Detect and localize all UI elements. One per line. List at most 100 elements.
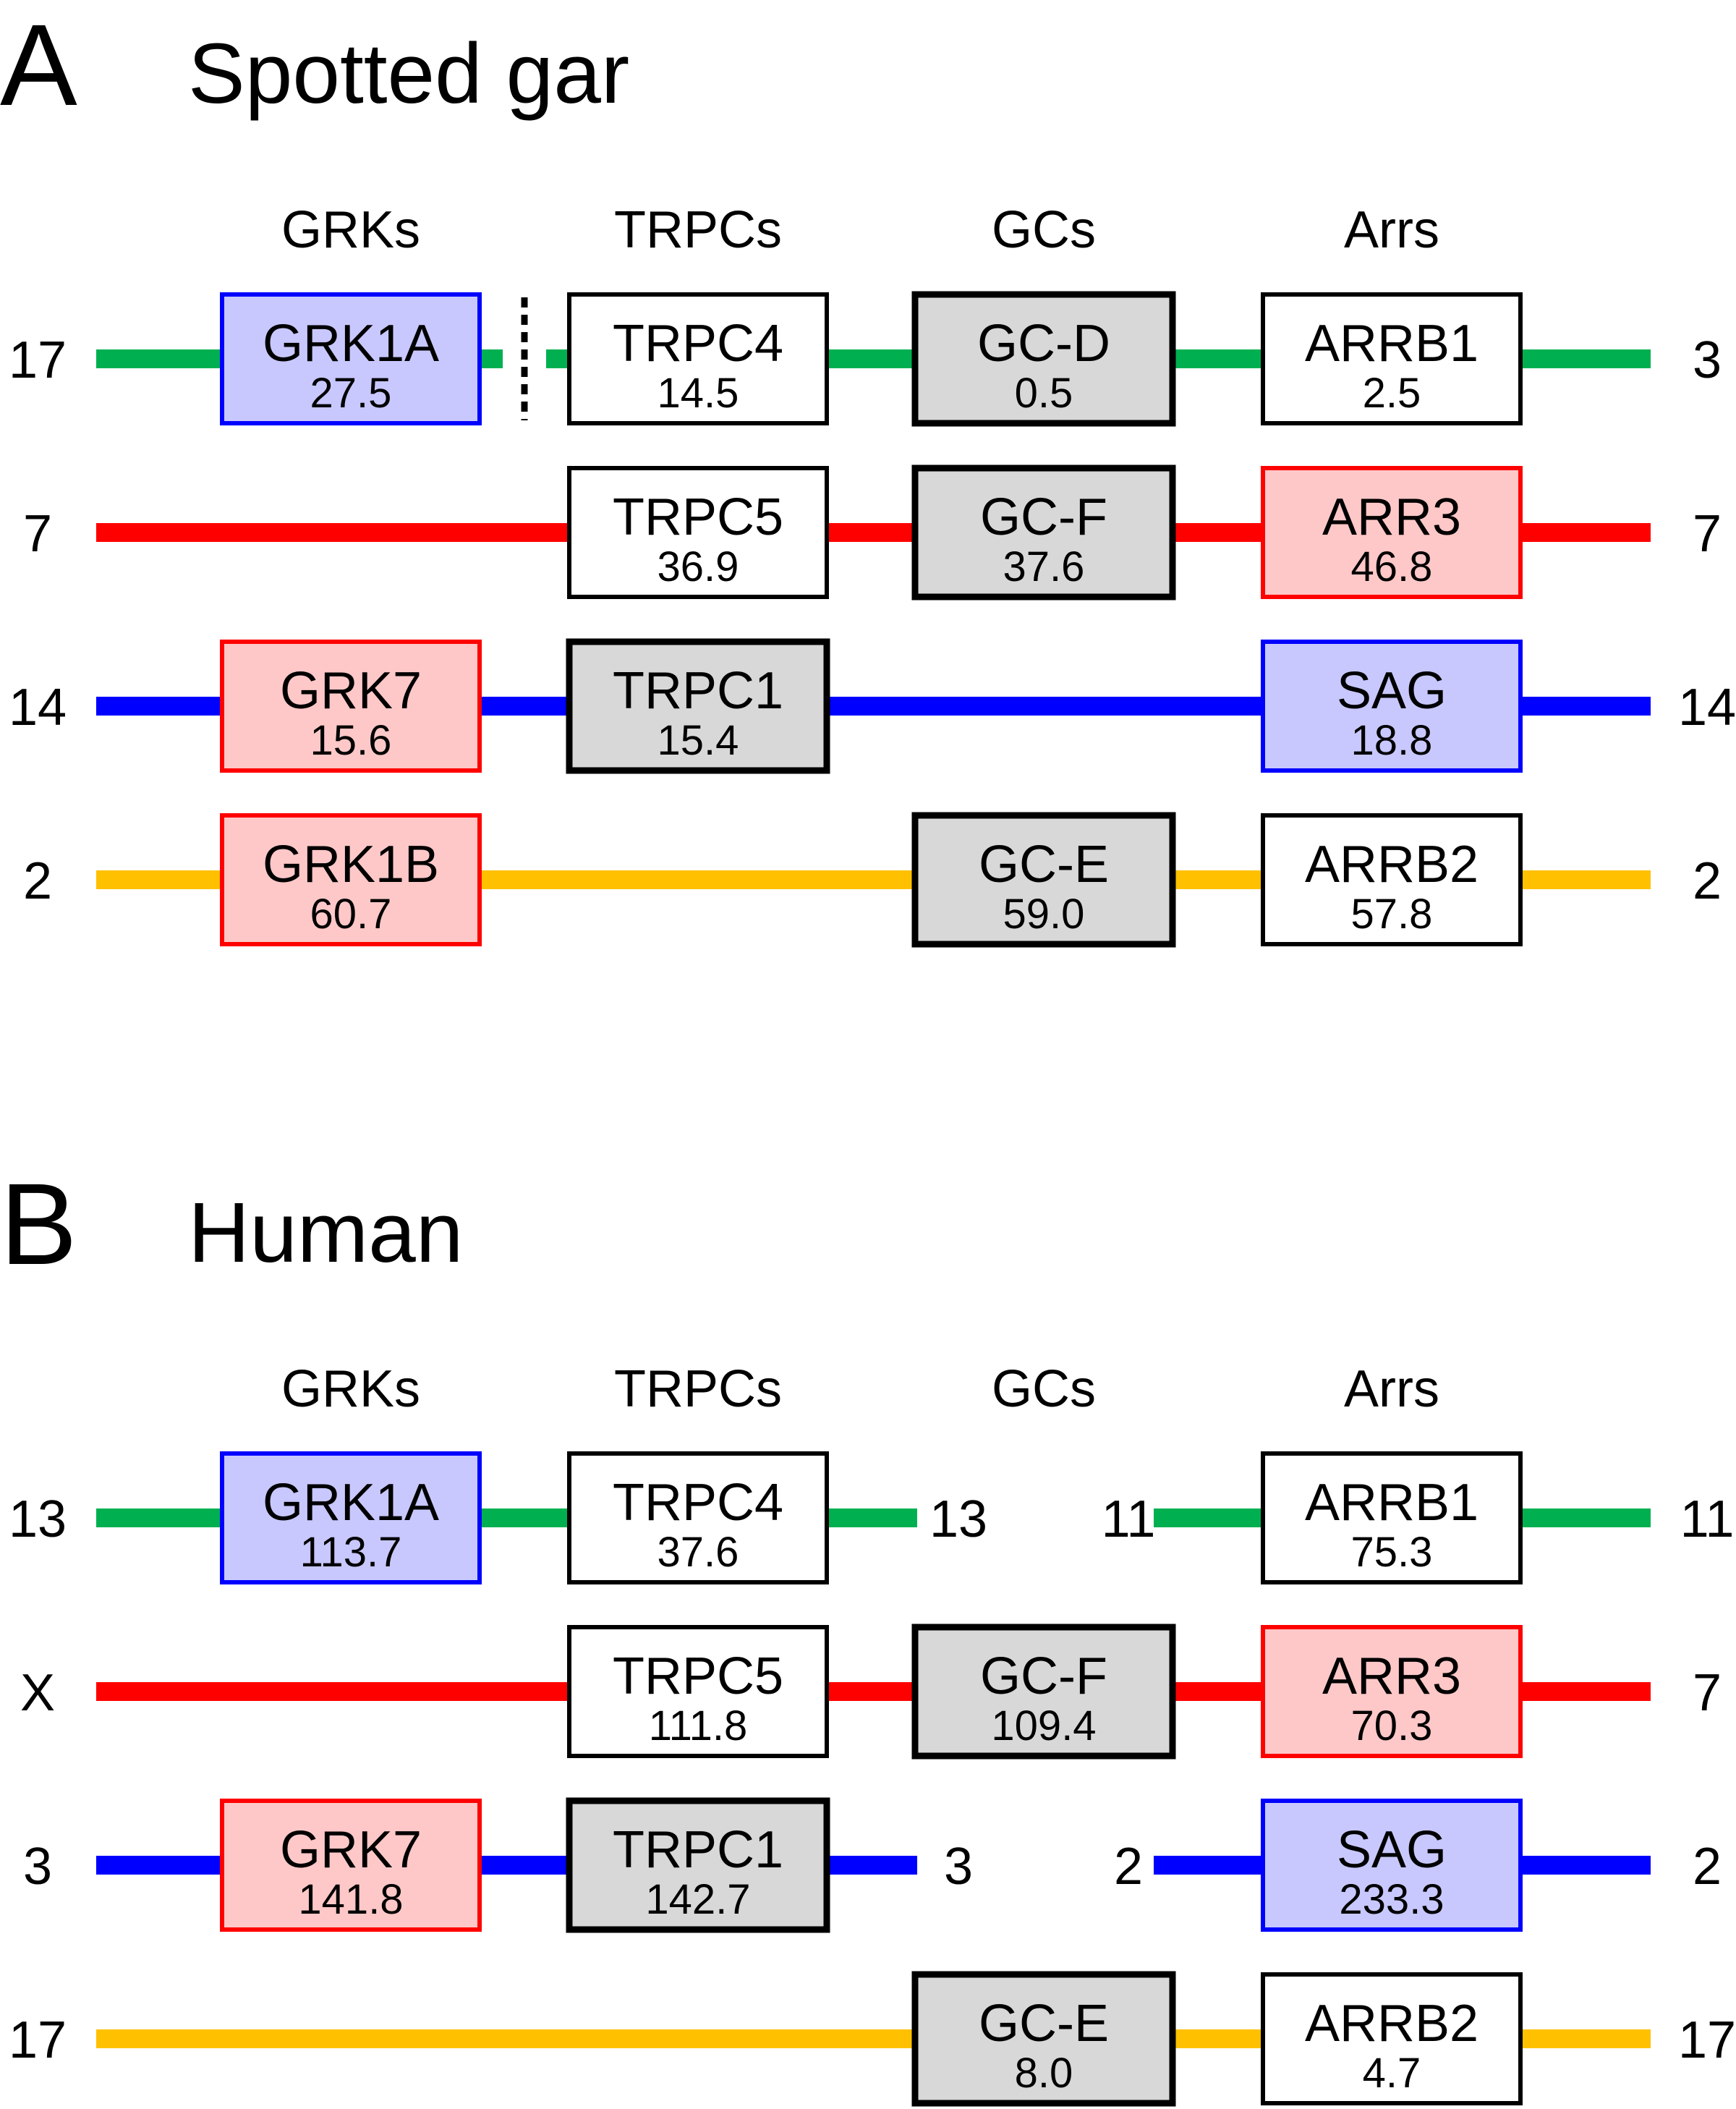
gene-name: GRK7 [280,662,422,720]
gene-position: 59.0 [1003,891,1085,938]
gene-name: ARR3 [1322,1647,1461,1705]
chromosome-number-label: 3 [1693,331,1722,389]
gene-position: 0.5 [1015,370,1073,417]
gene-name: SAG [1337,662,1447,720]
chromosome-number-label: 3 [944,1838,973,1896]
gene-box-gc-f: GC-F37.6 [911,464,1176,601]
gene-position: 15.4 [658,717,739,764]
gene-position: 233.3 [1339,1876,1444,1923]
gene-position: 36.9 [658,543,739,590]
chromosome-number-label: X [20,1664,55,1722]
chromosome-number-label: 17 [9,2011,67,2069]
panel-letter: B [0,1159,77,1289]
column-header-arrs: Arrs [1344,1360,1439,1418]
gene-name: ARR3 [1322,488,1461,546]
column-header-grks: GRKs [281,201,420,259]
panel-title: Spotted gar [188,26,629,122]
chromosome-number-label: 17 [9,331,67,389]
gene-position: 27.5 [310,370,392,417]
column-header-trpcs: TRPCs [614,201,782,259]
gene-box [566,1797,830,1933]
gene-name: GC-F [980,488,1107,546]
gene-position: 60.7 [310,891,392,938]
gene-position: 57.8 [1351,891,1433,938]
gene-name: GC-E [979,836,1109,894]
chromosome-number-label: 2 [1693,1838,1722,1896]
gene-position: 75.3 [1351,1529,1433,1576]
gene-name: GC-F [980,1647,1107,1705]
gene-box [567,466,829,599]
chromosome-number-label: 13 [9,1490,67,1548]
gene-name: GC-D [977,315,1110,373]
column-header-trpcs: TRPCs [614,1360,782,1418]
chromosome-number-label: 2 [23,852,52,910]
chromosome-number-label: 7 [1693,1664,1722,1722]
gene-position: 70.3 [1351,1702,1433,1749]
gene-name: ARRB1 [1305,315,1478,373]
gene-box [567,292,829,425]
gene-box [220,813,482,946]
gene-position: 142.7 [645,1876,750,1923]
chromosome-number-label: 7 [23,505,52,563]
gene-name: TRPC5 [613,1647,783,1705]
column-header-gcs: GCs [992,1360,1096,1418]
gene-box [1261,466,1523,599]
gene-box [566,638,830,774]
gene-position: 46.8 [1351,543,1433,590]
gene-name: TRPC4 [613,315,783,373]
gene-position: 111.8 [649,1702,748,1749]
gene-box-gc-e: GC-E8.0 [911,1971,1176,2107]
gene-position: 2.5 [1363,370,1421,417]
gene-position: 8.0 [1015,2050,1073,2097]
gene-name: GRK1A [263,315,439,373]
gene-box [1261,1972,1523,2105]
gene-box [220,1451,482,1584]
chromosome-number-label: 13 [929,1490,987,1548]
chromosome-number-label: 17 [1678,2011,1736,2069]
gene-name: TRPC1 [613,662,783,720]
column-header-arrs: Arrs [1344,201,1439,259]
gene-box [220,1799,482,1932]
gene-position: 141.8 [298,1876,403,1923]
gene-name: GRK7 [280,1821,422,1879]
chromosome-number-label: 11 [1102,1490,1156,1548]
gene-box-gc-e: GC-E59.0 [911,812,1176,948]
gene-box [1261,1451,1523,1584]
gene-box [1261,1799,1523,1932]
gene-name: GRK1A [263,1474,439,1532]
gene-box [1261,1625,1523,1758]
gene-name: TRPC1 [613,1821,783,1879]
gene-box [1261,292,1523,425]
gene-position: 15.6 [310,717,392,764]
gene-name: SAG [1337,1821,1447,1879]
gene-box-gc-d: GC-D0.5 [911,291,1176,427]
gene-box [911,1971,1176,2107]
gene-position: 37.6 [1003,543,1085,590]
panel-letter: A [0,0,77,130]
gene-name: TRPC4 [613,1474,783,1532]
chromosome-number-label: 2 [1114,1838,1143,1896]
